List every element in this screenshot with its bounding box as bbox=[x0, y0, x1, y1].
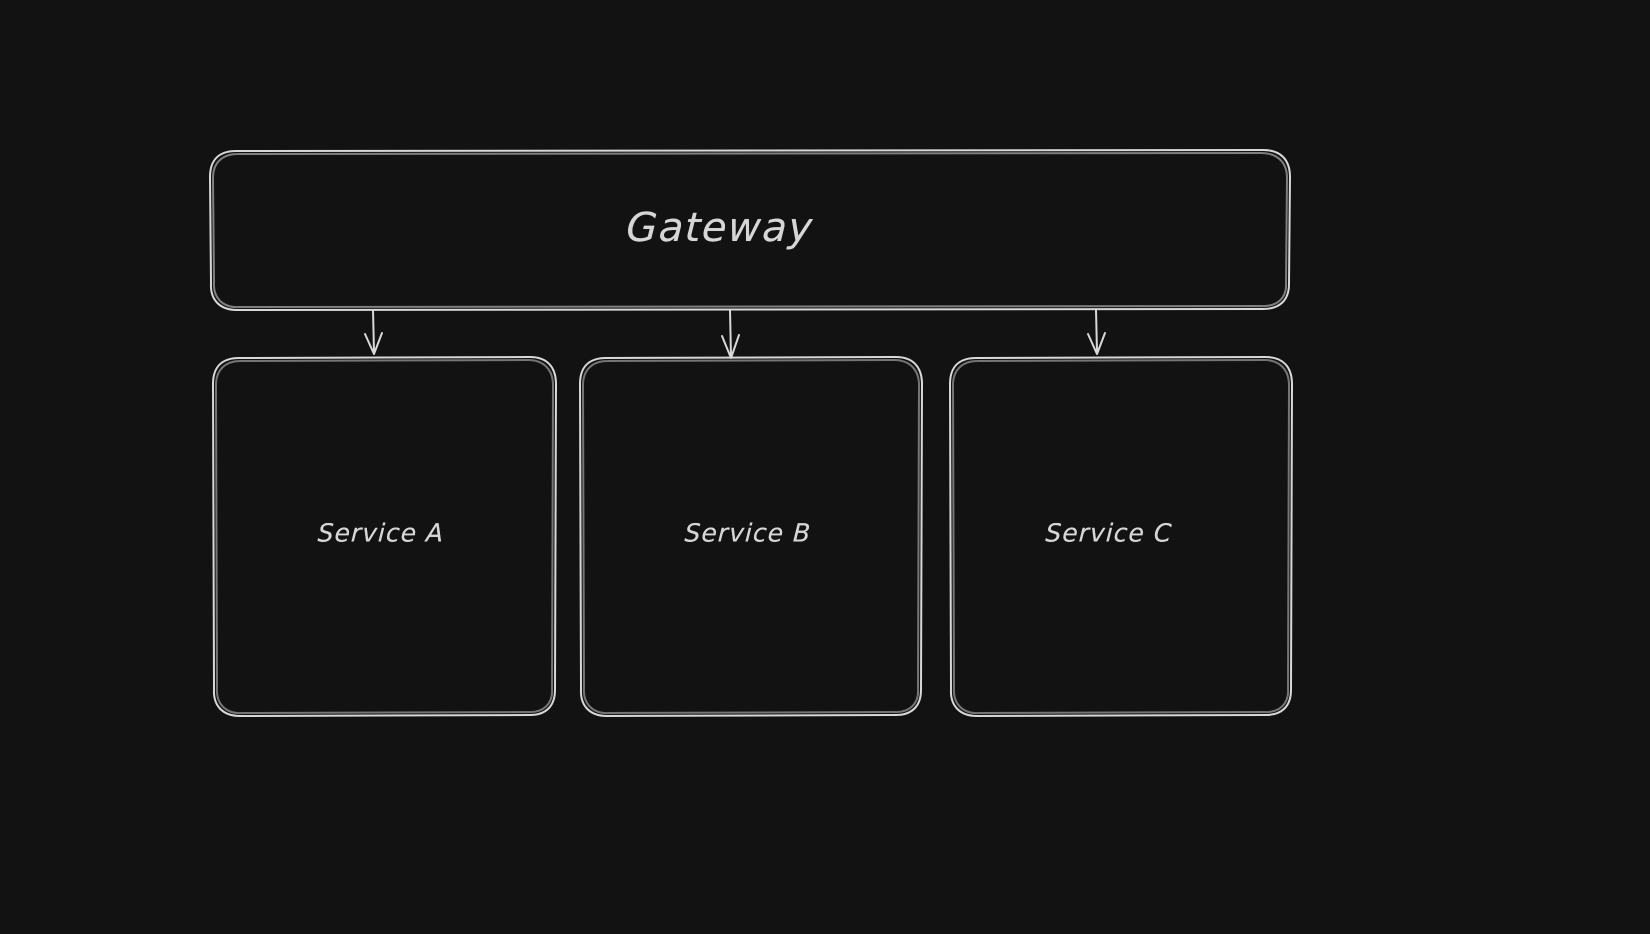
service-b-box-outline[interactable] bbox=[579, 356, 923, 717]
gateway-box-outline[interactable] bbox=[209, 149, 1291, 311]
connector-gateway-to-service-c[interactable] bbox=[1087, 309, 1106, 355]
service-a-box-outline[interactable] bbox=[212, 356, 557, 717]
connector-gateway-to-service-a[interactable] bbox=[364, 309, 383, 355]
connector-gateway-to-service-b[interactable] bbox=[721, 309, 740, 359]
service-c-box-outline[interactable] bbox=[949, 356, 1293, 717]
